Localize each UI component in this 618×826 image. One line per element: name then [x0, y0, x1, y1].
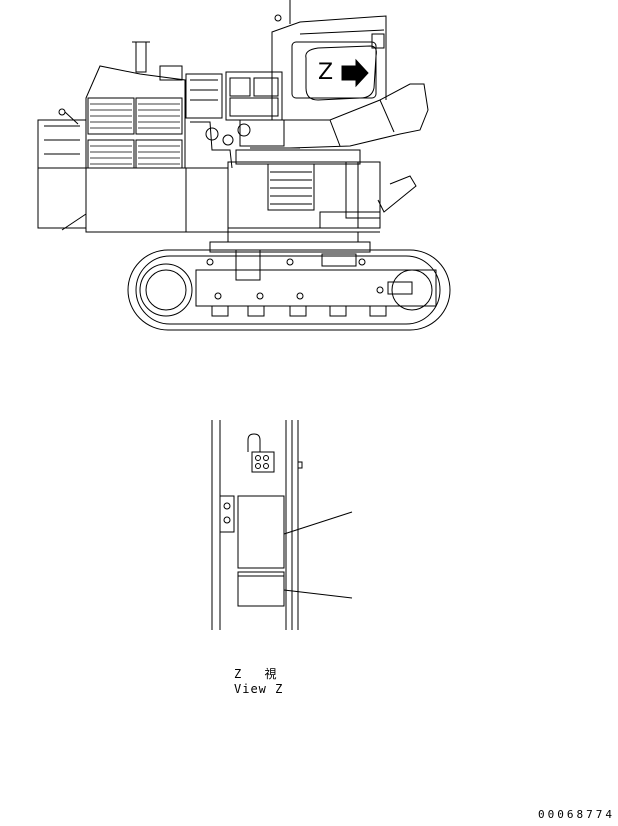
- upper-body: [86, 161, 381, 233]
- leader-lines: [283, 511, 353, 599]
- track-rollers: [211, 306, 387, 317]
- boom-base: [272, 83, 429, 213]
- counterweight: [37, 119, 87, 231]
- exhaust-stack: [132, 41, 223, 119]
- decal-upper: [237, 495, 285, 569]
- decal-lower: [237, 571, 285, 607]
- cab: [271, 0, 387, 120]
- view-z-callout: [305, 45, 377, 101]
- crawler-track: [127, 249, 451, 331]
- view-z-detail: [211, 420, 353, 630]
- hand-hook: [247, 433, 303, 473]
- excavator-side-view: [37, 0, 451, 331]
- side-bracket: [219, 495, 235, 533]
- engine-housing: [58, 65, 229, 233]
- car-body: [209, 231, 371, 253]
- view-label-english: View Z: [234, 682, 284, 696]
- drawing-number: 00068774: [538, 808, 615, 821]
- callout-z-letter: Z: [318, 60, 334, 85]
- view-label-japanese: Z 視: [234, 667, 285, 681]
